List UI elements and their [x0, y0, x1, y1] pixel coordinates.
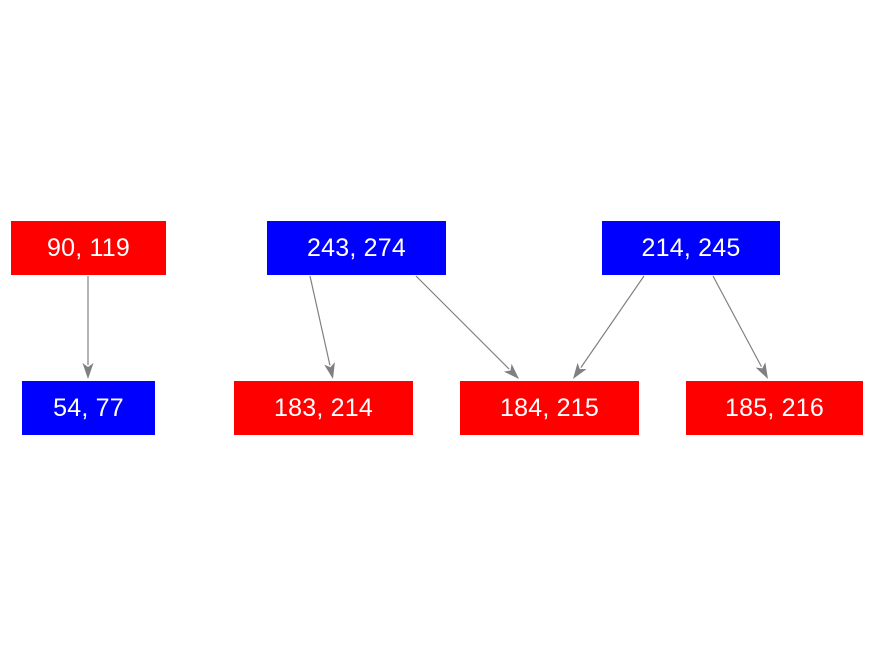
edge-arrowhead-icon [573, 362, 587, 379]
graph-node[interactable]: 90, 119 [11, 221, 166, 275]
graph-node[interactable]: 243, 274 [267, 221, 446, 275]
graph-node[interactable]: 54, 77 [22, 381, 155, 435]
graph-node[interactable]: 185, 216 [686, 381, 863, 435]
graph-node[interactable]: 214, 245 [602, 221, 780, 275]
edge-arrowhead-icon [324, 362, 335, 379]
edge-line [580, 275, 645, 368]
edge-arrowhead-icon [82, 363, 94, 379]
graph-edge [309, 275, 335, 379]
graph-node-label: 214, 245 [641, 233, 741, 262]
graph-node-label: 243, 274 [307, 233, 406, 262]
graph-edge [573, 275, 645, 379]
graph-node-label: 183, 214 [274, 393, 373, 422]
edge-line [415, 275, 510, 370]
graph-edge [82, 276, 94, 379]
graph-node-label: 185, 216 [725, 393, 824, 422]
edge-line [309, 275, 331, 366]
graph-node-label: 54, 77 [53, 393, 124, 422]
edge-arrowhead-icon [755, 362, 768, 379]
edge-arrowhead-icon [503, 363, 519, 379]
graph-node-label: 90, 119 [47, 233, 130, 262]
graph-node[interactable]: 184, 215 [460, 381, 639, 435]
graph-node-label: 184, 215 [500, 393, 599, 422]
graph-node[interactable]: 183, 214 [234, 381, 413, 435]
edge-line [712, 275, 762, 367]
graph-edge [415, 275, 519, 379]
graph-edge [712, 275, 768, 379]
